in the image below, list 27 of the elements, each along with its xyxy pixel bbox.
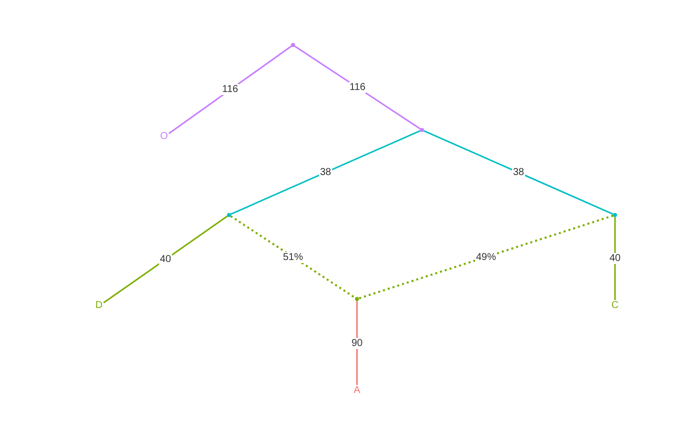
leaf-label: O: [159, 131, 169, 143]
tree-branch-line: [294, 45, 421, 130]
tree-branch-line: [168, 46, 292, 134]
tree-branch-line: [424, 130, 614, 215]
tree-branch-line: [103, 216, 228, 304]
junction-dot-icon: [227, 213, 231, 217]
junction-dot-icon: [291, 43, 295, 47]
leaf-label: D: [94, 300, 104, 312]
edge-label: 38: [512, 167, 526, 178]
tree-branch-line: [358, 214, 614, 300]
junction-dot-icon: [420, 128, 424, 132]
junction-dot-icon: [613, 213, 617, 217]
tree-branch-line: [230, 130, 420, 215]
edge-label: 40: [158, 254, 172, 265]
edge-label: 49%: [474, 252, 497, 262]
edge-label: 90: [350, 338, 364, 348]
tree-branch-line: [614, 217, 616, 300]
edge-label: 51%: [282, 252, 304, 262]
tree-branch-line: [230, 215, 356, 299]
leaf-label: C: [610, 300, 620, 312]
edge-label: 40: [608, 253, 622, 264]
tree-branch-line: [356, 301, 358, 385]
leaf-label: A: [352, 385, 362, 397]
edge-label: 116: [348, 82, 366, 93]
junction-dot-icon: [355, 297, 359, 301]
edge-label: 116: [221, 84, 240, 96]
edge-label: 38: [318, 167, 332, 178]
